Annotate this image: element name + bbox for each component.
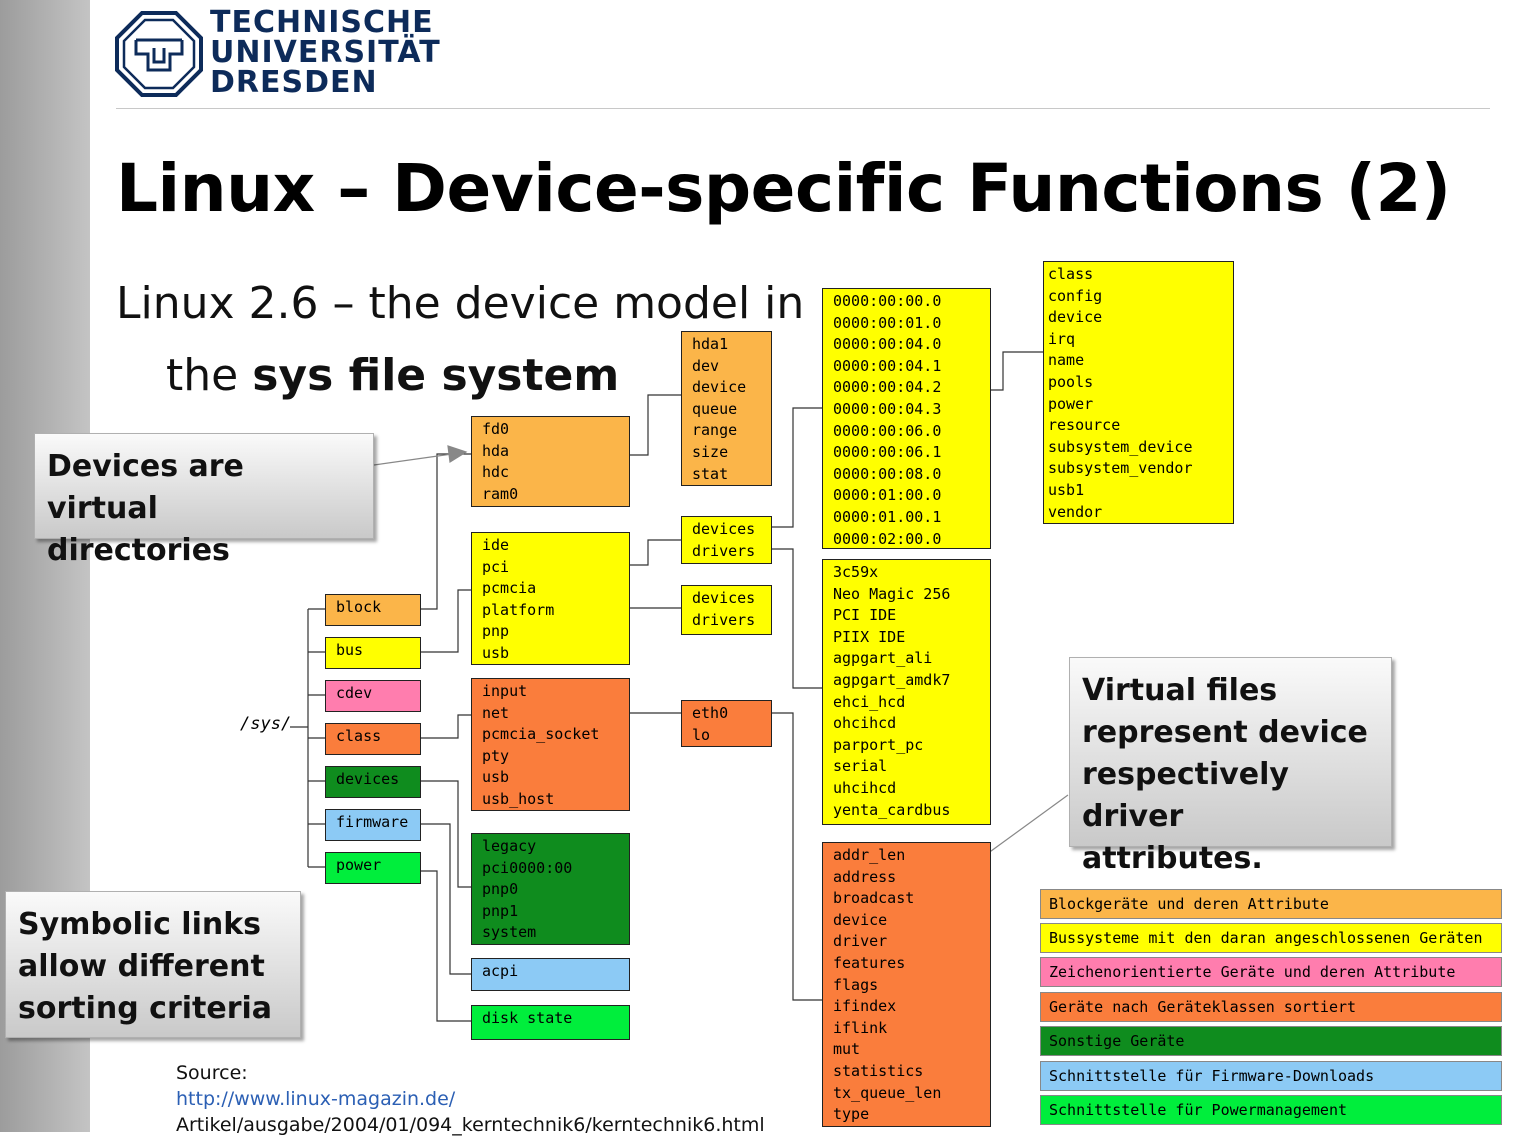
firmware-node: firmware — [325, 809, 421, 841]
sys-root-label: /sys/ — [240, 714, 292, 734]
cdev-node: cdev — [325, 680, 421, 712]
legend-item: Zeichenorientierte Geräte und deren Attr… — [1040, 957, 1502, 987]
legend-item: Blockgeräte und deren Attribute — [1040, 889, 1502, 919]
legend-item: Schnittstelle für Firmware-Downloads — [1040, 1061, 1502, 1091]
header-divider — [116, 108, 1490, 109]
source-path: Artikel/ausgabe/2004/01/094_kerntechnik6… — [176, 1114, 765, 1136]
bus-node: bus — [325, 637, 421, 669]
devices-node: devices — [325, 766, 421, 798]
legend-item: Schnittstelle für Powermanagement — [1040, 1095, 1502, 1125]
class-node: class — [325, 723, 421, 755]
legend-item: Bussysteme mit den daran angeschlossenen… — [1040, 923, 1502, 953]
power-node: power — [325, 852, 421, 884]
tu-dresden-logo-icon — [115, 11, 203, 97]
legend-item: Sonstige Geräte — [1040, 1026, 1502, 1056]
university-name: TECHNISCHE UNIVERSITÄT DRESDEN — [210, 5, 441, 100]
legend-item: Geräte nach Geräteklassen sortiert — [1040, 992, 1502, 1022]
block-node: block — [325, 594, 421, 626]
source-citation: Source: http://www.linux-magazin.de/ Art… — [176, 1060, 765, 1138]
power-children-box: disk state — [471, 1005, 630, 1040]
slide-title: Linux – Device-specific Functions (2) — [116, 150, 1451, 227]
source-link[interactable]: http://www.linux-magazin.de/ — [176, 1088, 456, 1110]
subtitle-line-2: the sys file system — [166, 350, 620, 401]
subtitle-line-1: Linux 2.6 – the device model in — [116, 278, 805, 329]
source-label: Source: — [176, 1062, 248, 1084]
firmware-children-box: acpi — [471, 958, 630, 991]
